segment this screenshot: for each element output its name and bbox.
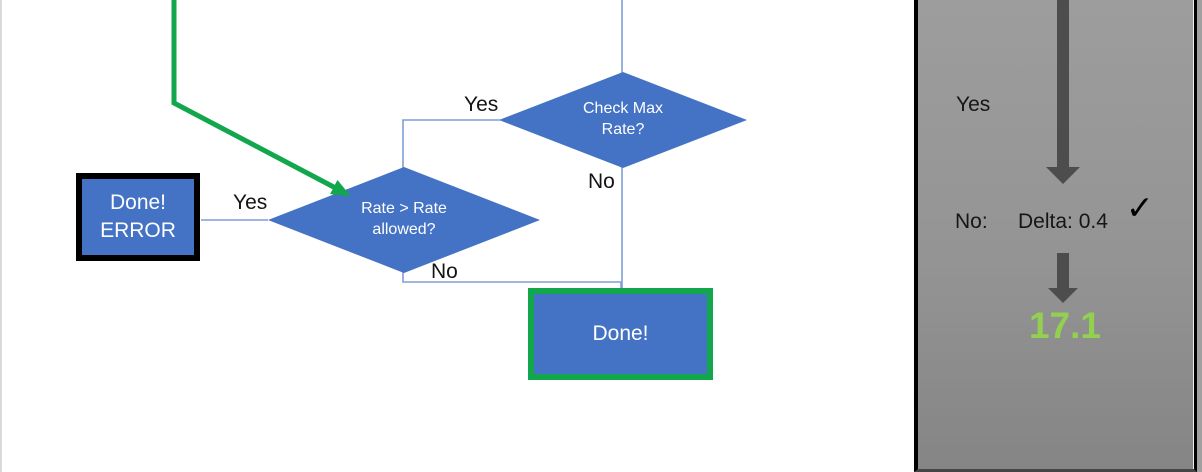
check-icon: ✓	[1126, 189, 1154, 226]
connector-check-max-yes	[402, 119, 500, 168]
edge-label-yes-check-max: Yes	[464, 93, 499, 116]
edge-label-no-check-max: No	[588, 170, 615, 193]
decision-text-line: Check Max	[582, 100, 664, 117]
decision-check-max-rate-label: Check Max Rate?	[543, 98, 703, 140]
done-box: Done!	[528, 288, 713, 380]
green-flow-arrow	[171, 0, 351, 197]
panel-yes-label: Yes	[956, 93, 991, 116]
done-error-box-line: Done!	[109, 191, 167, 214]
down-arrow-icon	[1048, 288, 1078, 303]
right-edge-strip	[1197, 0, 1202, 472]
done-error-box-line: ERROR	[100, 219, 176, 242]
decision-check-max-rate-shape	[499, 72, 747, 168]
connector-rate-no	[402, 270, 622, 291]
result-value: 17.1	[1028, 305, 1101, 346]
down-arrow-icon	[1046, 167, 1080, 184]
edge-label-yes-rate-allowed: Yes	[233, 191, 268, 214]
panel-delta-value: Delta: 0.4	[1018, 210, 1108, 233]
decision-text-line: Rate > Rate	[361, 200, 447, 217]
slide-left-edge	[0, 0, 2, 472]
panel-no-label: No:	[955, 210, 988, 233]
side-panel: Yes No: Delta: 0.4 ✓ 17.1	[914, 0, 1197, 472]
done-box-label: Done!	[592, 322, 649, 345]
edge-label-no-rate-allowed: No	[431, 260, 458, 283]
down-arrow-icon	[1057, 0, 1069, 167]
decision-text-line: allowed?	[372, 221, 436, 238]
decision-text-line: Rate?	[601, 121, 645, 138]
done-error-box: Done! ERROR	[76, 173, 200, 261]
decision-rate-allowed-label: Rate > Rate allowed?	[324, 198, 484, 240]
down-arrow-icon	[1057, 253, 1069, 288]
